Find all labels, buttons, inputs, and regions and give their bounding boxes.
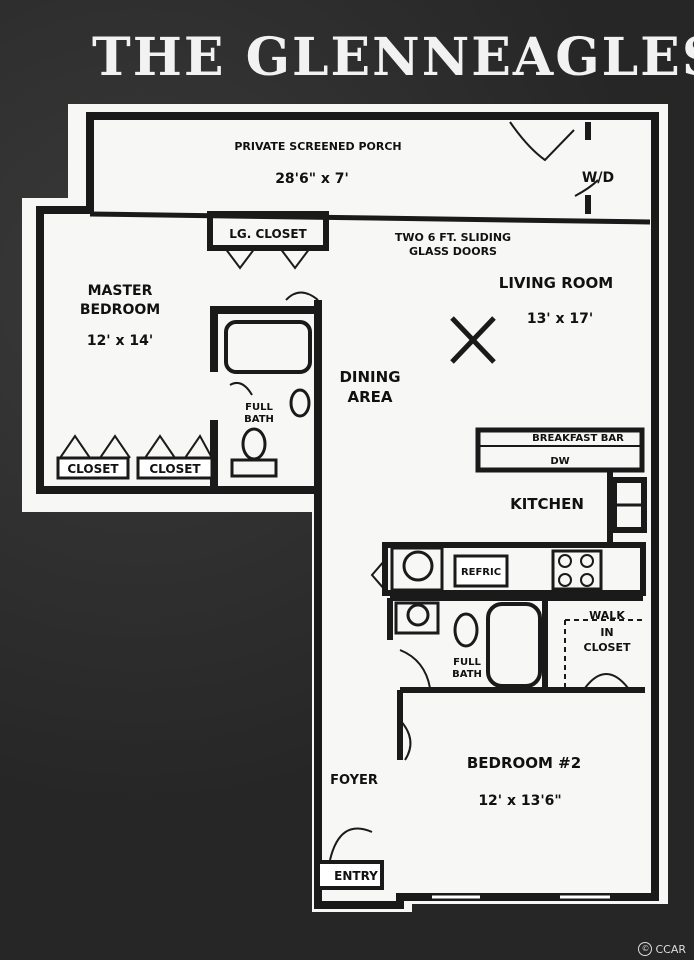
full-bath-1-a: FULL (245, 402, 273, 413)
bath2-walls (387, 595, 645, 760)
living-room-size: 13' x 17' (527, 311, 593, 327)
lg-closet-label: LG. CLOSET (229, 227, 307, 241)
dw-label: DW (550, 456, 569, 467)
dryer-drum (406, 603, 430, 627)
porch-name: PRIVATE SCREENED PORCH (234, 140, 401, 153)
wd-label: W/D (582, 170, 614, 186)
master-name-1: MASTER (88, 283, 153, 299)
washer-drum (402, 550, 434, 582)
washer-box (390, 546, 444, 592)
closet-2-box (136, 456, 214, 480)
wd-door-swing (574, 179, 599, 197)
entry-mat (316, 860, 384, 890)
pantry-door (370, 559, 386, 591)
full-bath-2-a: FULL (453, 657, 481, 668)
walk-in-c: CLOSET (584, 641, 631, 654)
dryer-box (394, 601, 440, 635)
master-closet-doors (59, 434, 213, 459)
copyright-icon: © (638, 942, 653, 956)
master-name-2: BEDROOM (80, 302, 160, 318)
bath-door-swing-1 (229, 382, 253, 396)
toilet-2 (453, 612, 479, 648)
toilet-tank-1 (230, 458, 278, 478)
living-room-name: LIVING ROOM (499, 274, 613, 292)
entry-door-swing (329, 827, 373, 861)
walk-in-b: IN (600, 626, 613, 639)
porch-size: 28'6" x 7' (275, 171, 349, 187)
breakfast-bar-label: BREAKFAST BAR (532, 433, 624, 444)
paper-halo (22, 104, 668, 912)
porch-wall (89, 211, 651, 225)
breakfast-bar (475, 427, 645, 473)
stove (551, 549, 603, 591)
full-bath-1-b: BATH (244, 414, 274, 425)
refrigerator (453, 554, 509, 588)
bedroom2-name: BEDROOM #2 (467, 754, 581, 772)
credit-text: CCAR (655, 942, 686, 956)
master-size: 12' x 14' (87, 333, 153, 349)
outer-walls (36, 112, 659, 909)
porch-door-swing (509, 121, 575, 162)
bath2-door-swing (399, 649, 431, 689)
closet-1-box (56, 456, 130, 480)
sliding-doors-line1: TWO 6 FT. SLIDING (395, 231, 511, 244)
walk-in-door-swing (584, 673, 629, 689)
dining-line2: AREA (347, 388, 392, 406)
ccar-credit: © CCAR (638, 942, 686, 956)
closet-2-label: CLOSET (149, 462, 201, 476)
master-door-swing (285, 291, 319, 301)
plan-title: THE GLENNEAGLES (92, 27, 694, 88)
kitchen-counter (382, 542, 646, 596)
walk-in-a: WALK (589, 609, 625, 622)
closet-1-label: CLOSET (67, 462, 119, 476)
sliding-doors-line2: GLASS DOORS (409, 245, 497, 258)
full-bath-2-b: BATH (452, 669, 482, 680)
bathtub-2 (486, 602, 542, 688)
bedroom2-size: 12' x 13'6" (478, 793, 561, 809)
dining-line1: DINING (339, 368, 400, 386)
kitchen-label: KITCHEN (510, 495, 584, 513)
bathtub-1 (224, 320, 312, 374)
burners (558, 554, 594, 587)
sink-1 (289, 388, 311, 418)
bedroom2-door-swing (399, 719, 412, 761)
lg-closet (207, 211, 329, 251)
closet-doors (224, 247, 311, 270)
master-walls (210, 300, 322, 490)
refric-label: REFRIC (461, 567, 501, 578)
entry-label: ENTRY (334, 869, 378, 883)
ceiling-fan (450, 316, 496, 364)
foyer-label: FOYER (330, 773, 378, 788)
